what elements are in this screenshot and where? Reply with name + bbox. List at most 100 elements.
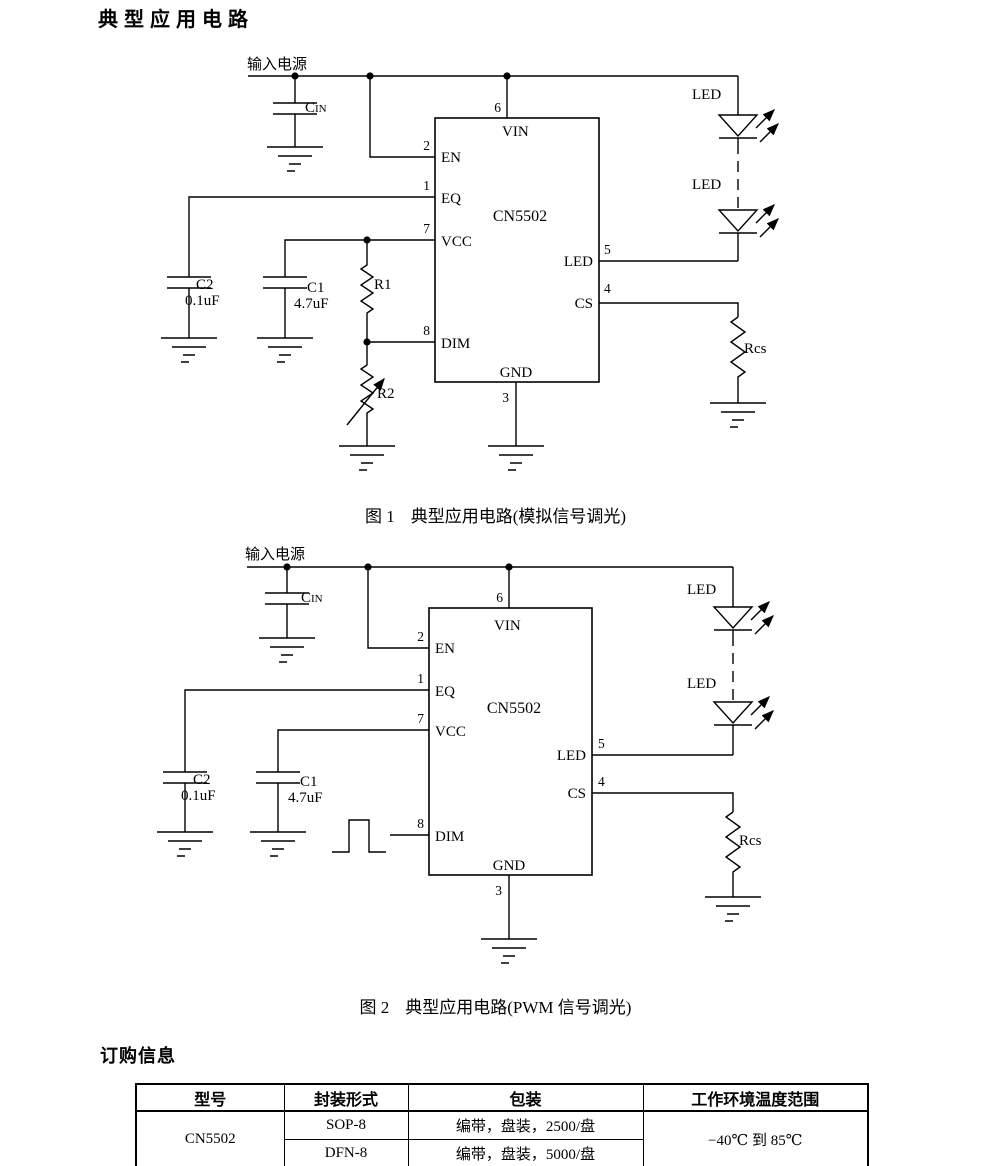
r1-resistor — [359, 240, 375, 342]
r2-resistor — [359, 342, 375, 446]
ic-body — [428, 607, 593, 876]
figure1-caption: 图 1 典型应用电路(模拟信号调光) — [0, 502, 991, 527]
pin-num-dim: 8 — [417, 816, 424, 831]
pin-label-led: LED — [557, 748, 586, 764]
vcc-wire — [277, 729, 429, 772]
pin-label-vin: VIN — [502, 124, 529, 140]
col-header-packing: 包装 — [407, 1083, 644, 1112]
led2-cathode-bar — [719, 232, 757, 261]
pin-label-vcc: VCC — [441, 234, 472, 250]
r1-label: R1 — [374, 277, 392, 293]
cin-label: CIN — [301, 590, 323, 606]
cin-capacitor — [265, 567, 309, 638]
rcs-label: Rcs — [739, 833, 762, 849]
pin-label-vin: VIN — [494, 618, 521, 634]
figure2-caption-number: 图 2 — [359, 998, 390, 1017]
junction-dot — [503, 72, 511, 80]
pin-num-led: 5 — [598, 736, 605, 751]
c2-label: C2 — [193, 772, 211, 788]
cell-package: SOP-8 — [283, 1110, 409, 1140]
c2-label: C2 — [196, 277, 214, 293]
led2-label: LED — [692, 177, 721, 193]
pin-label-eq: EQ — [435, 684, 455, 700]
pin-num-en: 2 — [417, 629, 424, 644]
rcs-resistor — [729, 316, 747, 403]
c2-value-label: 0.1uF — [185, 293, 220, 309]
en-wire — [369, 76, 435, 158]
junction-dot — [363, 338, 371, 346]
cell-packing: 编带，盘装，2500/盘 — [407, 1110, 644, 1140]
c1-ground-icon — [250, 831, 306, 857]
led2-symbol — [712, 701, 754, 725]
pin-label-en: EN — [435, 641, 455, 657]
col-header-package: 封装形式 — [283, 1083, 409, 1112]
figure1-caption-number: 图 1 — [364, 507, 395, 526]
c2-value-label: 0.1uF — [181, 788, 216, 804]
pin-num-gnd: 3 — [495, 883, 502, 898]
pin-num-led: 5 — [604, 242, 611, 257]
rcs-label: Rcs — [744, 341, 767, 357]
r2-ground-icon — [339, 445, 395, 471]
led1-label: LED — [692, 87, 721, 103]
en-wire — [367, 567, 429, 649]
section-title-typical-application: 典型应用电路 — [98, 9, 254, 31]
c2-ground-icon — [161, 337, 217, 363]
figure2-caption-text: 典型应用电路(PWM 信号调光) — [405, 998, 632, 1017]
led1-light-arrow-icon — [750, 601, 770, 621]
r2-label: R2 — [377, 386, 395, 402]
junction-dot — [291, 72, 299, 80]
pin-num-gnd: 3 — [502, 390, 509, 405]
cell-model: CN5502 — [135, 1110, 285, 1166]
gnd-ground-icon — [481, 938, 537, 964]
led2-light-arrow-icon — [754, 710, 774, 730]
figure2-circuit-pwm-dimming: 输入电源 CIN 2 1 7 8 6 3 5 4 EN EQ VCC DIM V… — [157, 546, 774, 964]
figure2-caption: 图 2 典型应用电路(PWM 信号调光) — [0, 993, 991, 1018]
led1-symbol — [717, 114, 759, 138]
c1-ground-icon — [257, 337, 313, 363]
c1-label: C1 — [300, 774, 318, 790]
cell-temp-range: −40℃ 到 85℃ — [642, 1110, 869, 1166]
vcc-wire — [284, 239, 435, 277]
ic-name-label: CN5502 — [487, 700, 541, 717]
gnd-ground-icon — [488, 445, 544, 471]
pin-num-vcc: 7 — [423, 221, 430, 236]
figure1-caption-text: 典型应用电路(模拟信号调光) — [410, 507, 627, 526]
cin-ground-icon — [259, 637, 315, 663]
rcs-ground-icon — [705, 896, 761, 922]
pin-label-en: EN — [441, 150, 461, 166]
led2-label: LED — [687, 676, 716, 692]
table-header-row: 型号 封装形式 包装 工作环境温度范围 — [135, 1083, 869, 1112]
cs-wire — [592, 792, 734, 812]
pin-num-eq: 1 — [417, 671, 424, 686]
junction-dot — [364, 563, 372, 571]
led2-light-arrow-icon — [759, 218, 779, 238]
cin-ground-icon — [267, 146, 323, 172]
pin-label-gnd: GND — [493, 858, 526, 874]
c1-value-label: 4.7uF — [288, 790, 323, 806]
cell-package: DFN-8 — [283, 1139, 409, 1166]
junction-dot — [366, 72, 374, 80]
led2-light-arrow-icon — [750, 696, 770, 716]
ic-body — [434, 117, 600, 383]
col-header-temp-range: 工作环境温度范围 — [642, 1083, 869, 1112]
cin-label: CIN — [305, 100, 327, 116]
led2-light-arrow-icon — [755, 204, 775, 224]
input-power-label: 输入电源 — [247, 56, 307, 73]
cin-capacitor — [273, 76, 317, 147]
pin-num-eq: 1 — [423, 178, 430, 193]
eq-wire — [188, 196, 435, 277]
cs-wire — [599, 302, 739, 317]
pin-label-cs: CS — [575, 296, 593, 312]
pin-num-vin: 6 — [494, 100, 501, 115]
led1-light-arrow-icon — [754, 615, 774, 635]
pin-label-dim: DIM — [441, 336, 470, 352]
table-row: DFN-8 编带，盘装，5000/盘 — [136, 1139, 868, 1166]
c2-capacitor — [167, 276, 211, 338]
figure1-circuit-analog-dimming: 输入电源 CIN 2 1 7 8 6 3 5 4 EN EQ VCC DIM V… — [161, 56, 779, 471]
led1-cathode-bar — [714, 629, 752, 635]
led1-label: LED — [687, 582, 716, 598]
junction-dot — [505, 563, 513, 571]
junction-dot — [283, 563, 291, 571]
c1-label: C1 — [307, 280, 325, 296]
